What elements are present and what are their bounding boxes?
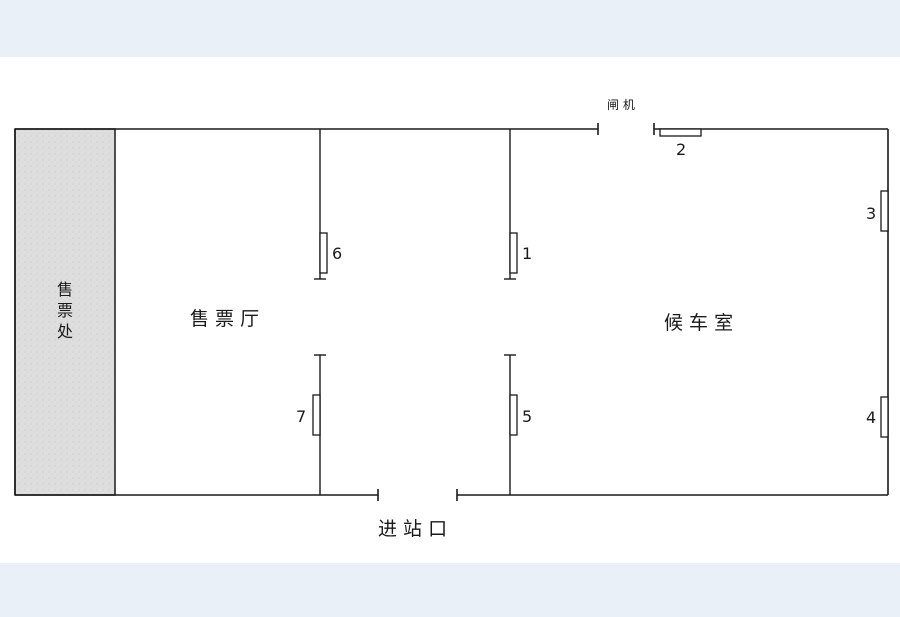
marker-box-2 [659,128,702,137]
marker-label-2: 2 [676,140,686,159]
marker-box-3 [880,190,889,232]
marker-label-1: 1 [522,244,532,263]
marker-box-5 [509,394,518,436]
outer-walls [14,123,889,501]
ticket-office-area [14,128,116,496]
entrance-label: 进 站 口 [378,518,447,540]
ticket-hall-label: 售 票 厅 [190,308,259,330]
marker-label-7: 7 [296,407,306,426]
top-band [0,0,900,57]
marker-label-6: 6 [332,244,342,263]
diagram-canvas [0,57,900,563]
waiting-room-label: 候 车 室 [664,312,733,334]
partitions [314,129,516,495]
floor-plan: 售 票 处 售 票 厅 候 车 室 进 站 口 闸 机 6 1 7 5 2 3 … [14,98,889,540]
ticket-office-label-1: 售 [57,280,73,299]
gate-label: 闸 机 [607,98,635,112]
marker-box-1 [509,232,518,274]
bottom-band [0,563,900,617]
ticket-office-label-2: 票 [57,301,73,320]
marker-label-5: 5 [522,407,532,426]
marker-box-4 [880,396,889,438]
marker-box-7 [312,394,321,436]
ticket-office-label-3: 处 [57,322,73,341]
marker-box-6 [319,232,328,274]
marker-label-4: 4 [866,408,876,427]
marker-label-3: 3 [866,204,876,223]
